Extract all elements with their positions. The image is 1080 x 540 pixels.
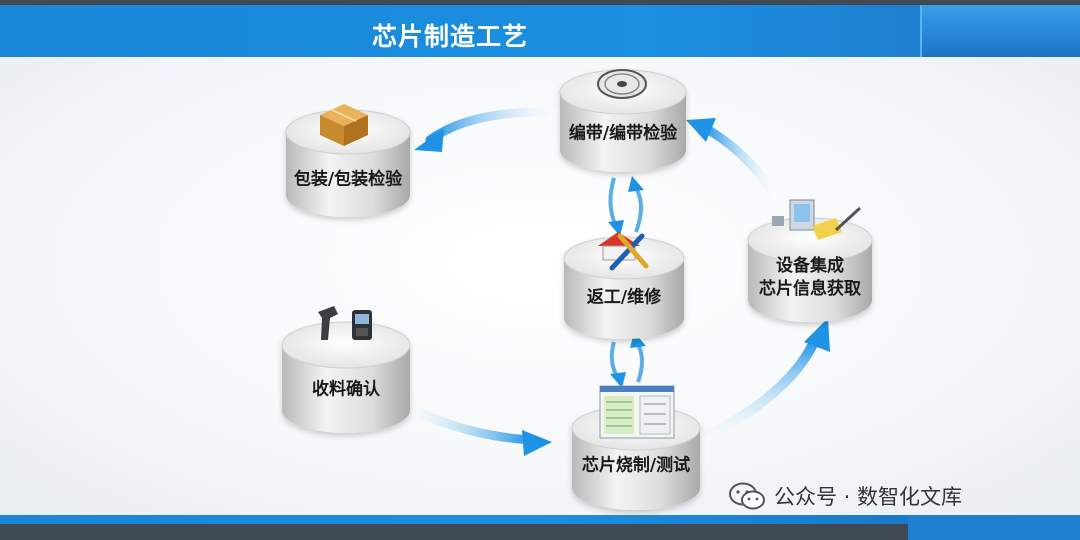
slide-title: 芯片制造工艺	[372, 22, 529, 51]
node-equipment-cylinder	[747, 217, 873, 322]
node-receiving-label: 收料确认	[312, 379, 380, 400]
box-icon	[320, 104, 368, 146]
header-tab	[920, 5, 1080, 57]
node-programming-label: 芯片烧制/测试	[581, 455, 691, 476]
node-equipment-label-line1: 设备集成	[776, 256, 844, 276]
bottom-dark-strip	[0, 515, 1080, 540]
node-equipment-label-line2: 芯片信息获取	[759, 279, 861, 299]
slide-header: 芯片制造工艺	[0, 5, 1080, 57]
node-equipment-label: 设备集成 芯片信息获取	[759, 255, 861, 301]
node-receiving-cylinder	[281, 321, 411, 433]
watermark: 公众号 · 数智化文库	[728, 480, 962, 512]
computer-icon	[772, 199, 862, 240]
tape-reel-icon	[597, 69, 647, 99]
arrow-taping-rework-down	[608, 177, 624, 236]
software-window-icon	[599, 385, 675, 439]
arrow-taping-to-packing	[414, 107, 560, 152]
arrow-equipment-to-taping	[686, 118, 780, 200]
bottom-bar	[0, 515, 1080, 524]
wechat-icon	[729, 482, 765, 510]
watermark-text: 公众号 · 数智化文库	[774, 485, 963, 509]
barcode-scanner-icon	[318, 306, 372, 340]
top-strip	[0, 0, 1080, 5]
arrow-programming-rework-up	[630, 332, 646, 383]
arrow-rework-taping-up	[628, 176, 644, 233]
bottom-tab	[908, 515, 1080, 540]
tools-icon	[598, 232, 649, 271]
arrow-receiving-to-programming	[400, 400, 552, 456]
node-rework-label: 返工/维修	[586, 287, 662, 308]
node-taping-label: 编带/编带检验	[568, 123, 678, 144]
node-packing-label: 包装/包装检验	[293, 169, 403, 190]
arrow-rework-programming-down	[609, 341, 626, 388]
arrow-programming-to-equipment	[695, 318, 830, 445]
